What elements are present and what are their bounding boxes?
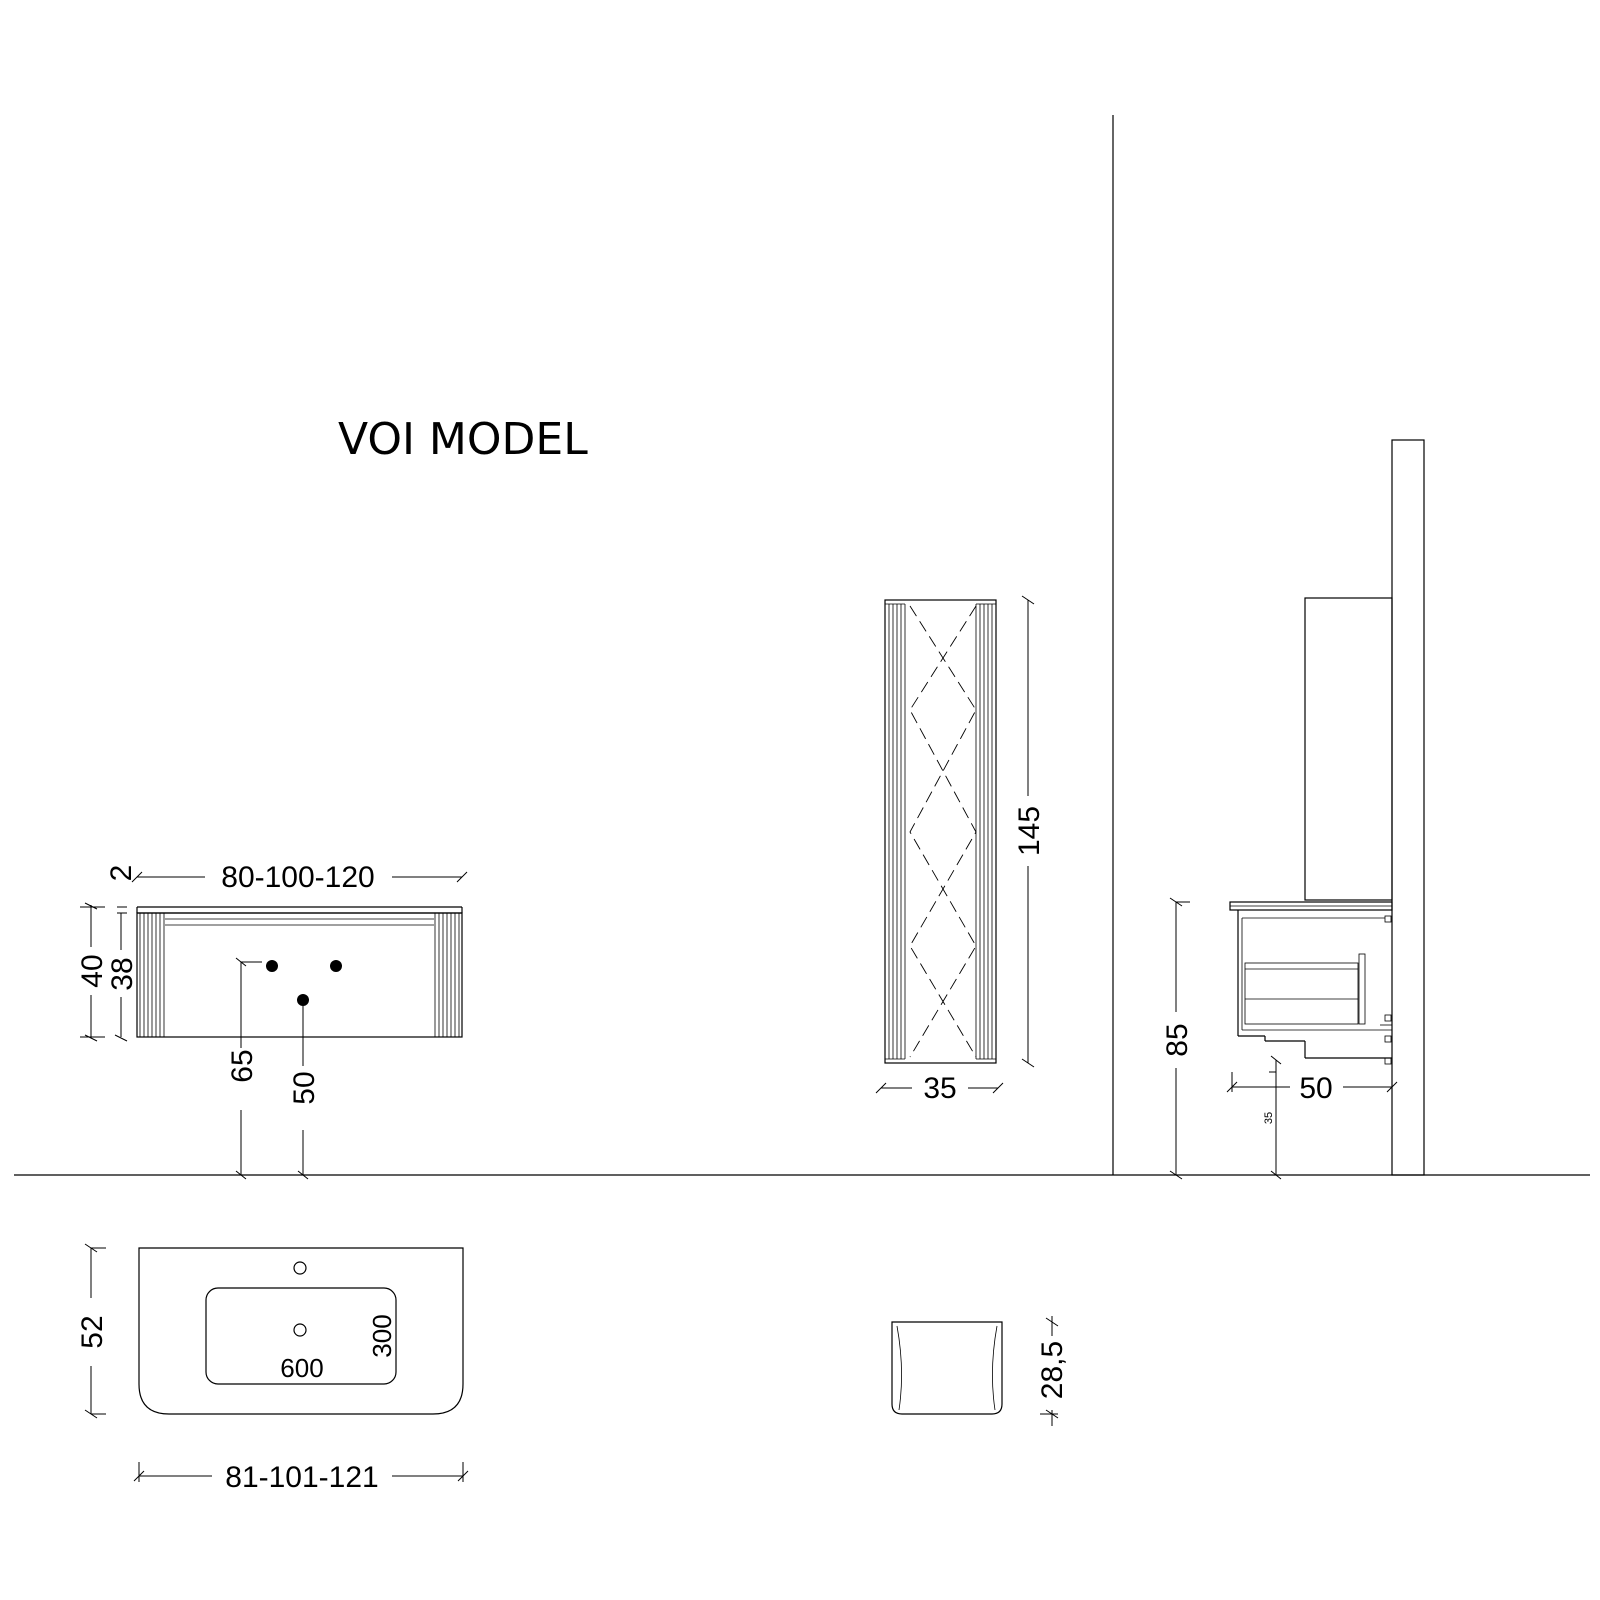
tall-unit-front — [884, 599, 997, 1064]
dim-side-depth: 50 — [1226, 1072, 1398, 1105]
side-depth-label: 50 — [1299, 1072, 1332, 1105]
dim-tall-unit-height: 145 — [1013, 595, 1046, 1068]
side-view — [1229, 439, 1425, 1176]
basin-top-view: 600 300 — [138, 1247, 464, 1415]
drawing-title: VOI MODEL — [338, 414, 588, 465]
basin-inner-width-label: 600 — [280, 1353, 323, 1383]
dim-basin-width: 81-101-121 — [133, 1461, 469, 1494]
pipe-height-left-label: 65 — [226, 1049, 259, 1082]
cabinet-height-total-label: 40 — [76, 954, 109, 987]
dim-tall-unit-depth: 28,5 — [1036, 1316, 1069, 1426]
basin-width-label: 81-101-121 — [225, 1461, 378, 1494]
tall-unit-depth-label: 28,5 — [1036, 1341, 1069, 1399]
dim-pipe-height-left: 65 — [226, 957, 262, 1180]
dim-cabinet-height-front: 38 — [106, 913, 139, 1042]
cabinet-width-label: 80-100-120 — [221, 861, 374, 894]
drain-hole — [297, 994, 309, 1006]
pipe-height-center-label: 50 — [288, 1071, 321, 1104]
cabinet-height-front-label: 38 — [106, 957, 139, 990]
side-bottom-gap-label: 35 — [1263, 1112, 1275, 1124]
dim-cabinet-width: 80-100-120 — [131, 861, 468, 894]
dim-tall-unit-width: 35 — [875, 1072, 1004, 1105]
dim-side-bottom-gap: 35 — [1263, 1055, 1282, 1180]
tall-unit-height-label: 145 — [1013, 806, 1046, 856]
right-fluted-panel — [434, 913, 460, 1037]
dim-basin-depth: 52 — [76, 1243, 109, 1419]
dim-cabinet-height-total: 40 — [76, 902, 109, 1042]
front-cabinet — [136, 906, 463, 1038]
tall-unit-width-label: 35 — [923, 1072, 956, 1105]
tall-unit-top-view — [891, 1321, 1003, 1415]
dim-side-height: 85 — [1161, 897, 1194, 1180]
faucet-hole — [293, 1261, 307, 1275]
basin-inner-depth-label: 300 — [367, 1314, 397, 1357]
pipe-hole-right — [330, 960, 342, 972]
dim-pipe-height-center: 50 — [288, 1006, 321, 1180]
basin-drain — [293, 1323, 307, 1337]
top-thickness-label: 2 — [105, 865, 138, 882]
basin-depth-label: 52 — [76, 1315, 109, 1348]
left-fluted-panel — [139, 913, 165, 1037]
pipe-hole-left — [266, 960, 278, 972]
side-height-label: 85 — [1161, 1023, 1194, 1056]
